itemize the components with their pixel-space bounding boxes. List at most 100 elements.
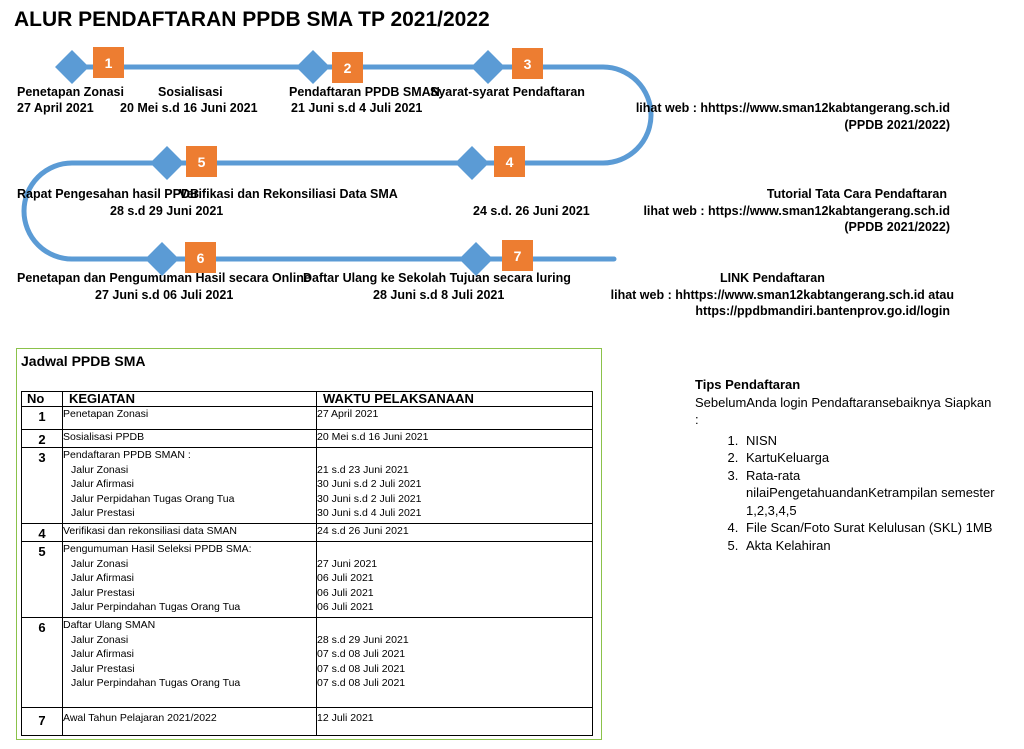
schedule-box: Jadwal PPDB SMA No KEGIATAN WAKTU PELAKS… — [16, 348, 602, 740]
waktu-item — [317, 448, 592, 463]
step-7-name: Daftar Ulang ke Sekolah Tujuan secara lu… — [303, 271, 571, 285]
kegiatan-item: Jalur Zonasi — [71, 557, 129, 570]
waktu-item: 06 Juli 2021 — [317, 586, 374, 599]
table-row: 3 Pendaftaran PPDB SMAN : Jalur Zonasi J… — [21, 447, 593, 524]
table-row: 5 Pengumuman Hasil Seleksi PPDB SMA: Jal… — [21, 541, 593, 618]
flow-diamond-3 — [471, 50, 505, 84]
page-title: ALUR PENDAFTARAN PPDB SMA TP 2021/2022 — [14, 8, 490, 31]
kegiatan-item: Jalur Prestasi — [71, 507, 135, 520]
link-title: LINK Pendaftaran — [720, 271, 825, 285]
row-no: 5 — [21, 541, 63, 618]
step-1-date: 27 April 2021 — [17, 101, 94, 115]
flow-diamond-7 — [459, 242, 493, 276]
step-1-name: Penetapan Zonasi — [17, 85, 124, 99]
tips-item: File Scan/Foto Surat Kelulusan (SKL) 1MB — [742, 519, 995, 537]
waktu-item: 12 Juli 2021 — [317, 712, 374, 724]
waktu-item — [317, 542, 592, 557]
step-3-name: Syarat-syarat Pendaftaran — [430, 85, 585, 99]
row-no: 4 — [21, 523, 63, 542]
table-row: 6 Daftar Ulang SMAN Jalur Zonasi Jalur A… — [21, 617, 593, 708]
kegiatan-item: Jalur Prestasi — [71, 586, 135, 599]
table-row: 1 Penetapan Zonasi 27 April 2021 — [21, 406, 593, 430]
step-7-date: 28 Juni s.d 8 Juli 2021 — [373, 288, 505, 302]
row-no: 7 — [21, 707, 63, 736]
step-number-7: 7 — [514, 248, 522, 264]
step-sosialisasi-date: 20 Mei s.d 16 Juni 2021 — [120, 101, 258, 115]
table-row: 4 Verifikasi dan rekonsiliasi data SMAN … — [21, 523, 593, 542]
waktu-item: 07 s.d 08 Juli 2021 — [317, 662, 406, 675]
step-box-5 — [186, 146, 217, 177]
step-2-date: 21 Juni s.d 4 Juli 2021 — [291, 101, 423, 115]
step-number-3: 3 — [524, 56, 532, 72]
step-number-2: 2 — [344, 60, 352, 76]
link-pendaftaran-1: lihat web : hhttps://www.sman12kabtanger… — [610, 288, 954, 302]
kegiatan-item: Jalur Zonasi — [71, 463, 129, 476]
step-box-3 — [512, 48, 543, 79]
schedule-table: No KEGIATAN WAKTU PELAKSANAAN 1 Penetapa… — [21, 391, 593, 736]
step-6-date: 27 Juni s.d 06 Juli 2021 — [95, 288, 234, 302]
kegiatan-item: Jalur Perpidahan Tugas Orang Tua — [71, 492, 235, 505]
step-box-1 — [93, 47, 124, 78]
table-row: 7 Awal Tahun Pelajaran 2021/2022 12 Juli… — [21, 707, 593, 736]
step-box-6 — [185, 242, 216, 273]
web-link-2-note: (PPDB 2021/2022) — [844, 220, 950, 234]
step-sosialisasi-name: Sosialisasi — [158, 85, 223, 99]
kegiatan-item: Awal Tahun Pelajaran 2021/2022 — [63, 712, 217, 724]
tutorial-title: Tutorial Tata Cara Pendaftaran — [766, 187, 947, 201]
tips-item: KartuKeluarga — [742, 449, 995, 467]
table-row: 2 Sosialisasi PPDB 20 Mei s.d 16 Juni 20… — [21, 429, 593, 448]
waktu-item: 30 Juni s.d 4 Juli 2021 — [317, 507, 422, 520]
tips-title: Tips Pendaftaran — [695, 377, 801, 392]
row-no: 3 — [21, 447, 63, 524]
waktu-item: 21 s.d 23 Juni 2021 — [317, 463, 409, 476]
waktu-item: 30 Juni s.d 2 Juli 2021 — [317, 492, 422, 505]
tips-item: Rata-rata nilaiPengetahuandanKetrampilan… — [742, 467, 995, 520]
step-number-4: 4 — [506, 154, 514, 170]
web-link-1-note: (PPDB 2021/2022) — [844, 118, 950, 132]
table-header-row: No KEGIATAN WAKTU PELAKSANAAN — [21, 391, 593, 407]
waktu-item — [317, 618, 592, 633]
flow-line-row1 — [69, 64, 654, 166]
step-4-date: 24 s.d. 26 Juni 2021 — [473, 204, 590, 218]
tips-item: Akta Kelahiran — [742, 537, 995, 555]
header-no: No — [21, 391, 63, 407]
row-no: 2 — [21, 429, 63, 448]
schedule-title: Jadwal PPDB SMA — [21, 353, 146, 369]
step-box-7 — [502, 240, 533, 271]
waktu-item: 28 s.d 29 Juni 2021 — [317, 633, 409, 646]
tips-intro: SebelumAnda login Pendaftaransebaiknya S… — [695, 394, 992, 428]
waktu-item: 06 Juli 2021 — [317, 572, 374, 585]
web-link-2: lihat web : https://www.sman12kabtangera… — [643, 204, 950, 218]
row-no: 6 — [21, 617, 63, 708]
step-5-name: Rapat Pengesahan hasil PPDB — [17, 187, 200, 201]
kegiatan-item: Daftar Ulang SMAN — [63, 619, 156, 631]
step-2-name: Pendaftaran PPDB SMAN — [289, 85, 440, 99]
kegiatan-item: Jalur Perpindahan Tugas Orang Tua — [71, 677, 241, 690]
step-number-5: 5 — [198, 154, 206, 170]
kegiatan-item: Pendaftaran PPDB SMAN : — [63, 449, 191, 461]
flow-diamond-2 — [296, 50, 330, 84]
flow-diagram: 1 2 3 4 5 6 7 — [21, 47, 654, 276]
kegiatan-item: Jalur Afirmasi — [71, 478, 135, 491]
waktu-item: 07 s.d 08 Juli 2021 — [317, 677, 406, 690]
step-number-1: 1 — [105, 55, 113, 71]
header-kegiatan: KEGIATAN — [62, 391, 317, 407]
waktu-item: 20 Mei s.d 16 Juni 2021 — [317, 431, 429, 443]
step-box-4 — [494, 146, 525, 177]
step-number-6: 6 — [197, 250, 205, 266]
step-5-date: 28 s.d 29 Juni 2021 — [110, 204, 224, 218]
kegiatan-item: Sosialisasi PPDB — [63, 431, 145, 443]
flow-diamond-1 — [55, 50, 89, 84]
waktu-item: 07 s.d 08 Juli 2021 — [317, 648, 406, 661]
kegiatan-item: Jalur Zonasi — [71, 633, 129, 646]
step-6-name: Penetapan dan Pengumuman Hasil secara On… — [17, 271, 311, 285]
waktu-item: 06 Juli 2021 — [317, 601, 374, 614]
kegiatan-item: Jalur Perpindahan Tugas Orang Tua — [71, 601, 241, 614]
kegiatan-item: Jalur Afirmasi — [71, 572, 135, 585]
flow-diamond-6 — [145, 242, 179, 276]
kegiatan-item: Jalur Afirmasi — [71, 648, 135, 661]
header-waktu: WAKTU PELAKSANAAN — [316, 391, 593, 407]
kegiatan-item: Verifikasi dan rekonsiliasi data SMAN — [63, 525, 237, 537]
tips-list: NISN KartuKeluarga Rata-rata nilaiPenget… — [695, 432, 995, 555]
waktu-item: 30 Juni s.d 2 Juli 2021 — [317, 478, 422, 491]
